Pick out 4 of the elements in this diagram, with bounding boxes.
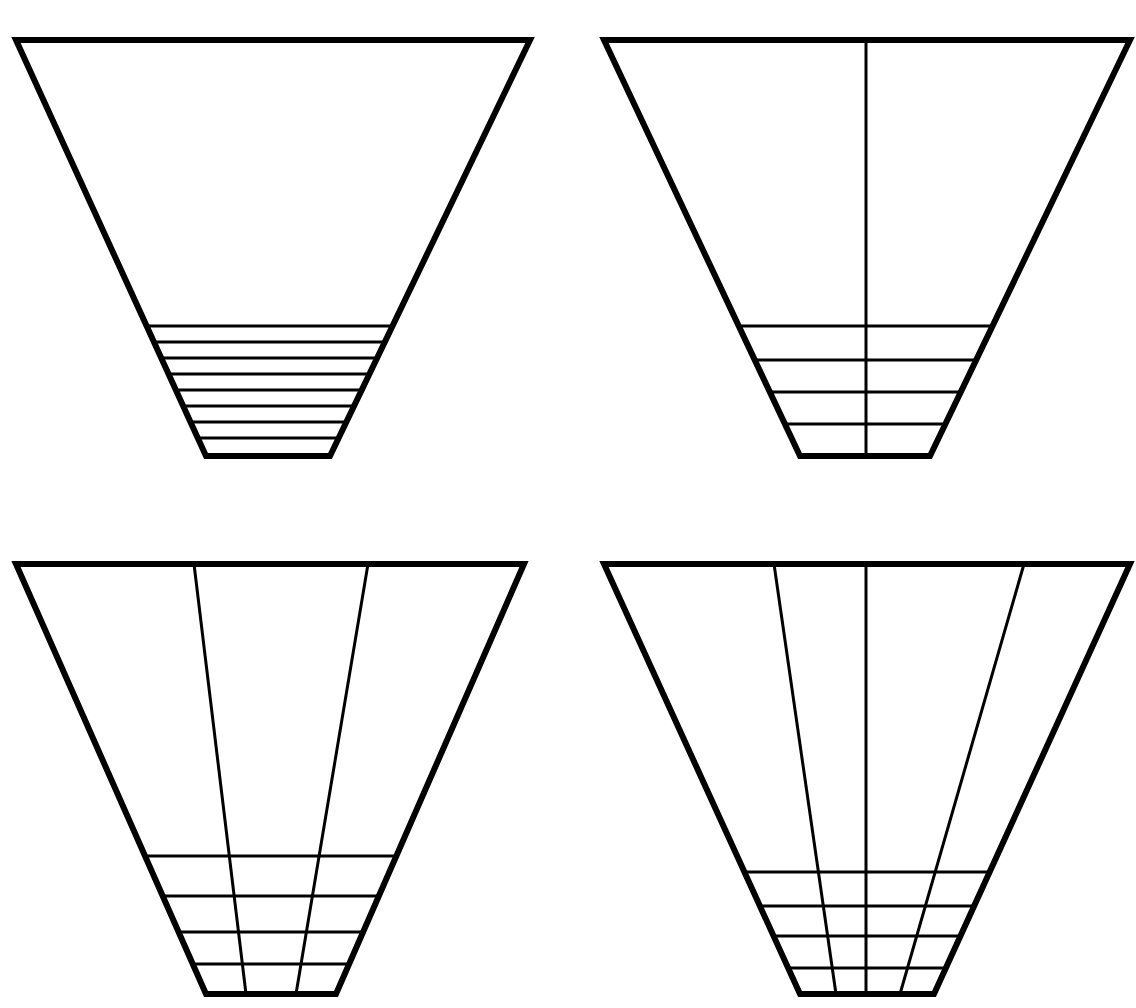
trapezoid-drawing (599, 37, 1135, 459)
trapezoid-drawing (11, 561, 529, 997)
trapezoid-drawing (11, 37, 535, 459)
trapezoid-drawing (599, 561, 1135, 997)
